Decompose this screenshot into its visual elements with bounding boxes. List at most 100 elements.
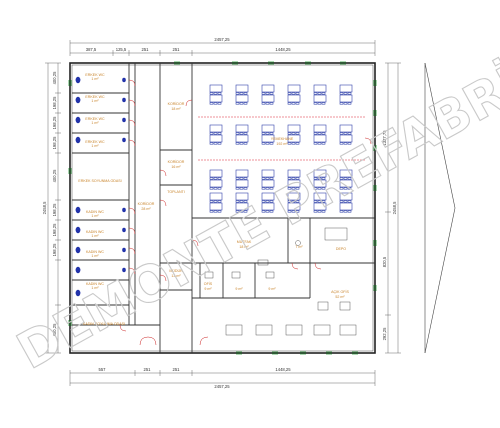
dining-table xyxy=(339,192,353,201)
room-label-corridor-left: KORİDOR xyxy=(138,201,155,206)
room-label-lunch: YEMEKHANE xyxy=(271,137,294,141)
chair xyxy=(235,142,240,145)
chair xyxy=(261,210,266,213)
chair xyxy=(317,177,322,180)
sink-icon xyxy=(122,137,126,143)
chair xyxy=(261,177,266,180)
dining-table xyxy=(287,134,301,143)
room-label-locker-men: ERKEK SOYUNMA ODASI xyxy=(78,179,121,183)
chair xyxy=(265,177,270,180)
chair xyxy=(317,210,322,213)
dining-table xyxy=(287,192,301,201)
chair xyxy=(243,142,248,145)
dining-table xyxy=(235,179,249,188)
chair xyxy=(287,132,292,135)
dim-left-seg-5: 400,25 xyxy=(52,169,57,182)
room-label-wc-7: KADIN WC xyxy=(86,250,104,254)
room-label-wc-1: ERKEK WC xyxy=(85,73,105,77)
dining-table xyxy=(261,179,275,188)
chair xyxy=(243,200,248,203)
dining-table xyxy=(209,134,223,143)
chair xyxy=(261,102,266,105)
chair xyxy=(313,210,318,213)
chair xyxy=(321,200,326,203)
chair xyxy=(287,210,292,213)
toilet-icon xyxy=(75,96,81,104)
chair xyxy=(239,177,244,180)
room-label-open-office: AÇIK OFİS xyxy=(331,289,349,294)
dining-table xyxy=(261,134,275,143)
dining-table xyxy=(209,84,223,93)
dining-tables xyxy=(209,84,353,213)
dim-left-total: 2458,5 xyxy=(42,201,47,214)
office-desks xyxy=(204,271,357,336)
dim-bottom-seg-1: 557 xyxy=(99,367,107,372)
watermark: DEMONTE PREFABRİK xyxy=(8,35,500,381)
dim-left-seg-4: 198,25 xyxy=(52,136,57,149)
room-area-corridor-top: 18 m² xyxy=(171,107,181,111)
dining-table xyxy=(261,84,275,93)
chair xyxy=(321,210,326,213)
dining-table xyxy=(339,169,353,178)
sink-icon xyxy=(122,77,126,83)
chair xyxy=(213,142,218,145)
room-area-wc-6: 1 m² xyxy=(91,234,99,238)
dining-table xyxy=(235,84,249,93)
chair xyxy=(213,177,218,180)
toilet-icon xyxy=(75,289,81,297)
chair xyxy=(339,102,344,105)
chair xyxy=(343,132,348,135)
chair xyxy=(213,132,218,135)
dining-table xyxy=(287,179,301,188)
chair xyxy=(321,102,326,105)
chair xyxy=(269,92,274,95)
dining-table xyxy=(235,202,249,211)
chair xyxy=(313,132,318,135)
chair xyxy=(217,102,222,105)
chair xyxy=(243,177,248,180)
dim-bottom-seg-3: 251 xyxy=(173,367,181,372)
toilet-icon xyxy=(75,226,81,234)
dining-table xyxy=(339,94,353,103)
chair xyxy=(269,177,274,180)
chair xyxy=(343,210,348,213)
chair xyxy=(269,200,274,203)
chair xyxy=(295,102,300,105)
chair xyxy=(347,142,352,145)
kitchen-fixtures xyxy=(257,227,348,266)
chair xyxy=(321,177,326,180)
chair xyxy=(317,187,322,190)
toilet-icon xyxy=(75,76,81,84)
chair xyxy=(347,210,352,213)
chair xyxy=(239,187,244,190)
chair xyxy=(209,177,214,180)
chair xyxy=(209,210,214,213)
outer-walls xyxy=(69,62,376,354)
room-label-storage-2: DEPO xyxy=(336,247,346,251)
room-label-corridor-mid: KORİDOR xyxy=(168,159,185,164)
room-area-wc-2: 1 m² xyxy=(91,99,99,103)
chair xyxy=(343,102,348,105)
interior-walls xyxy=(72,63,375,353)
toilet-icon xyxy=(75,266,81,274)
doors xyxy=(119,79,372,346)
chair xyxy=(287,92,292,95)
dim-right-total: 2458,5 xyxy=(392,201,397,214)
chair xyxy=(235,102,240,105)
dining-table xyxy=(339,202,353,211)
room-area-open-office: 52 m² xyxy=(335,295,345,299)
room-area-wc-5: 1 m² xyxy=(91,214,99,218)
dim-top-total: 2457,25 xyxy=(214,37,230,42)
chair xyxy=(235,132,240,135)
chair xyxy=(313,187,318,190)
chair xyxy=(235,177,240,180)
chair xyxy=(295,210,300,213)
chair xyxy=(295,92,300,95)
room-label-wc-6: KADIN WC xyxy=(86,230,104,234)
chair xyxy=(209,102,214,105)
chair xyxy=(313,200,318,203)
partition-lines xyxy=(198,116,365,161)
chair xyxy=(261,142,266,145)
dining-table xyxy=(287,202,301,211)
toilet-icon xyxy=(75,136,81,144)
